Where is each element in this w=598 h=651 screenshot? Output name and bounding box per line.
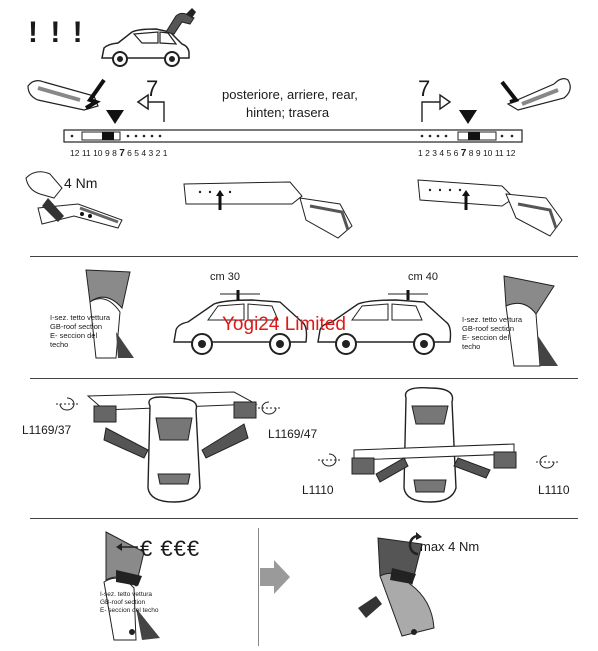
scale-num: 9 [104, 148, 110, 158]
arrow-right-7 [421, 93, 452, 122]
scale-num: 6 [453, 148, 459, 158]
foot-clamp-tightened-illustration [358, 537, 435, 637]
warning-marks: ! ! ! [28, 16, 85, 49]
section-divider [30, 518, 578, 519]
roof-section-left-l2: GB-roof section [50, 322, 103, 331]
scale-num: 12 [506, 148, 516, 158]
arrow-number-right: 7 [418, 76, 431, 101]
rotate-torque-icon [408, 532, 422, 556]
rotate-icon [56, 397, 78, 411]
scale-num: 6 [127, 148, 132, 158]
scale-num: 9 [475, 148, 481, 158]
roof-bar-profile [63, 129, 523, 143]
rotate-icon [258, 401, 280, 415]
roof-section-left-l1: I-sez. tetto vettura [50, 313, 111, 322]
scale-num: 2 [155, 148, 161, 158]
next-step-arrow-icon [260, 560, 290, 594]
roof-section-right-l2: GB-roof section [462, 324, 515, 333]
roof-section-small-l1: I-sez. tetto vettura [100, 591, 153, 598]
scale-num: 8 [112, 148, 117, 158]
foot-clamp-mount-illustration [103, 531, 160, 641]
hand-icon [165, 8, 196, 35]
scale-num: 4 [439, 148, 445, 158]
car-rear-bar-position [317, 290, 452, 355]
section-divider [30, 256, 578, 257]
roof-section-left-l4: techo [50, 340, 69, 349]
arrow-number-left: 7 [146, 76, 159, 101]
roof-section-right-l1: I-sez. tetto vettura [462, 315, 523, 324]
roof-section-left-l3: E- seccion del [50, 331, 98, 340]
bar-rear-left: L1110 [302, 483, 334, 497]
bar-front-left: L1169/37 [22, 423, 72, 437]
distance-front: cm 30 [210, 271, 240, 283]
watermark: Yogi24 Limited [222, 314, 346, 335]
rotate-icon [536, 455, 558, 469]
scale-num: 2 [425, 148, 430, 158]
roof-section-illustration-right [503, 275, 558, 367]
hand-tightening-illustration [25, 171, 123, 229]
rotate-icon [318, 453, 340, 467]
roof-section-illustration-left [85, 269, 134, 359]
roof-section-right-l3: E- seccion del [462, 333, 510, 342]
marker-triangle-left [106, 110, 124, 124]
distance-rear: cm 40 [408, 271, 438, 283]
scale-num: 11 [81, 148, 91, 158]
bar-front-right: L1169/47 [268, 427, 318, 441]
foot-bracket-left [27, 78, 106, 111]
vertical-divider [258, 528, 259, 646]
scale-num: 4 [141, 148, 147, 158]
torque-label: 4 Nm [64, 175, 98, 191]
arrow-left-icon [116, 543, 138, 551]
roof-section-right-l4: techo [462, 342, 481, 351]
section-divider [30, 378, 578, 379]
bar-rear-right: L1110 [538, 483, 570, 497]
marker-triangle-right [459, 110, 477, 124]
scale-num: 1 [418, 148, 423, 158]
scale-num-highlight: 7 [460, 148, 467, 159]
scale-num: 12 [70, 148, 80, 158]
scale-num-highlight: 7 [119, 148, 125, 159]
torque-max-label: max 4 Nm [420, 539, 480, 554]
rear-label-line2: hinten; trasera [246, 105, 330, 120]
scale-num: 10 [93, 148, 103, 158]
car-top-view-rear-bar [351, 387, 517, 503]
scale-right: 1 2 3 4 5 6 7 8 9 10 11 12 [418, 148, 516, 159]
roof-section-small-l2: GB-roof section [100, 599, 146, 606]
scale-num: 5 [134, 148, 139, 158]
scale-num: 1 [162, 148, 168, 158]
scale-left: 12 11 10 9 8 7 6 5 4 3 2 1 [70, 148, 168, 159]
car-side-illustration [101, 28, 190, 67]
bar-end-detail-left [183, 181, 353, 239]
scale-num: 11 [494, 148, 504, 158]
arrow-left-7 [136, 93, 165, 122]
ccc-symbols: € €€€ [140, 536, 201, 561]
roof-section-small-l3: E- seccion del techo [100, 607, 159, 614]
car-front-bar-position [173, 290, 308, 355]
rear-label-line1: posteriore, arriere, rear, [222, 87, 358, 102]
foot-bracket-right [500, 78, 571, 111]
car-top-view-front-bar [86, 391, 258, 503]
scale-num: 8 [468, 148, 474, 158]
scale-num: 3 [432, 148, 437, 158]
scale-num: 3 [148, 148, 154, 158]
scale-num: 5 [446, 148, 452, 158]
scale-num: 10 [482, 148, 493, 158]
bar-end-detail-right [417, 179, 563, 237]
